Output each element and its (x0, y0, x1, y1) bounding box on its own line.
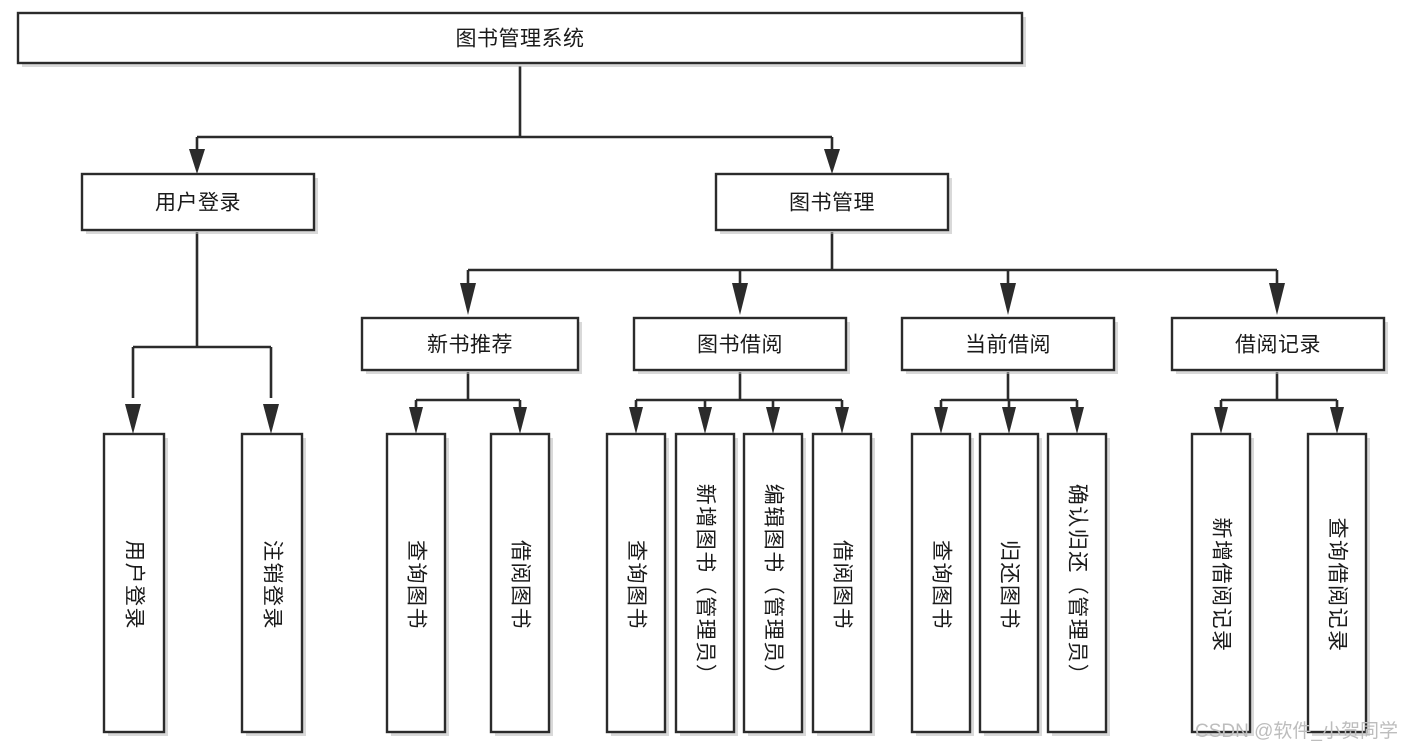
book-borrow-box[interactable] (632, 316, 848, 372)
book-management-label: 图书管理 (789, 192, 875, 215)
leaf-query-record-label: 查询借阅记录 (1326, 518, 1349, 653)
leaf-query-book-1-label: 查询图书 (405, 540, 428, 630)
leaf-borrow-book-1-box[interactable] (489, 432, 551, 734)
leaf-add-book-label: 新增图书（管理员） (694, 484, 717, 687)
leaf-return-book[interactable]: 归还图书 (978, 432, 1042, 736)
leaf-return-book-label: 归还图书 (998, 540, 1021, 630)
node-book-borrow[interactable]: 图书借阅 (632, 316, 850, 374)
new-book-recommend-label: 新书推荐 (427, 334, 513, 357)
leaf-confirm-return-label: 确认归还（管理员） (1066, 484, 1089, 687)
leaf-user-logout[interactable]: 注销登录 (240, 432, 306, 736)
connector-root-to-level2 (189, 66, 840, 174)
leaf-query-book-3[interactable]: 查询图书 (910, 432, 974, 736)
connector-bookmgmt-to-level3 (460, 232, 1285, 315)
leaf-borrow-book-2-box[interactable] (811, 432, 873, 734)
leaf-add-record-label: 新增借阅记录 (1210, 518, 1233, 653)
connectors-layer (125, 66, 1344, 434)
book-management-box[interactable] (714, 172, 950, 232)
leaf-query-book-3-box[interactable] (910, 432, 972, 734)
connector-bookborrow-to-leaves (629, 372, 849, 434)
leaf-user-login-box[interactable] (102, 432, 166, 734)
borrow-record-box[interactable] (1170, 316, 1386, 372)
node-borrow-record[interactable]: 借阅记录 (1170, 316, 1388, 374)
leaf-edit-book[interactable]: 编辑图书（管理员） (742, 432, 806, 736)
leaf-query-book-2-label: 查询图书 (625, 540, 648, 630)
leaf-query-book-1-box[interactable] (385, 432, 447, 734)
leaf-add-book[interactable]: 新增图书（管理员） (674, 432, 738, 736)
leaf-return-book-box[interactable] (978, 432, 1040, 734)
leaf-add-book-box[interactable] (674, 432, 736, 734)
leaf-user-login[interactable]: 用户登录 (102, 432, 168, 736)
user-login-box[interactable] (80, 172, 316, 232)
leaf-query-book-2[interactable]: 查询图书 (605, 432, 669, 736)
leaf-user-logout-box[interactable] (240, 432, 304, 734)
leaf-query-record-box[interactable] (1306, 432, 1368, 734)
leaf-confirm-return-box[interactable] (1046, 432, 1108, 734)
leaf-edit-book-label: 编辑图书（管理员） (762, 484, 785, 687)
leaf-add-record-box[interactable] (1190, 432, 1252, 734)
connector-borrowrecord-to-leaves (1214, 372, 1344, 434)
leaf-query-book-2-box[interactable] (605, 432, 667, 734)
connector-userlogin-to-leaves (125, 232, 279, 434)
node-root[interactable]: 图书管理系统 (16, 11, 1026, 67)
node-user-login[interactable]: 用户登录 (80, 172, 318, 234)
node-book-management[interactable]: 图书管理 (714, 172, 952, 234)
user-login-label: 用户登录 (155, 192, 241, 215)
leaf-borrow-book-1[interactable]: 借阅图书 (489, 432, 553, 736)
csdn-watermark: CSDN @软件_小贺同学 (1195, 720, 1398, 742)
connector-newbook-to-leaves (409, 372, 527, 434)
leaf-user-logout-label: 注销登录 (261, 540, 284, 630)
connector-currentborrow-to-leaves (934, 372, 1084, 434)
new-book-recommend-box[interactable] (360, 316, 580, 372)
leaf-query-book-1[interactable]: 查询图书 (385, 432, 449, 736)
leaf-query-record[interactable]: 查询借阅记录 (1306, 432, 1370, 736)
root-box[interactable] (16, 11, 1024, 65)
node-current-borrow[interactable]: 当前借阅 (900, 316, 1118, 374)
leaf-confirm-return[interactable]: 确认归还（管理员） (1046, 432, 1110, 736)
leaf-borrow-book-1-label: 借阅图书 (509, 540, 532, 630)
leaf-borrow-book-2[interactable]: 借阅图书 (811, 432, 875, 736)
leaf-borrow-book-2-label: 借阅图书 (831, 540, 854, 630)
leaf-add-record[interactable]: 新增借阅记录 (1190, 432, 1254, 736)
root-label: 图书管理系统 (456, 28, 585, 51)
current-borrow-box[interactable] (900, 316, 1116, 372)
leaf-edit-book-box[interactable] (742, 432, 804, 734)
leaf-query-book-3-label: 查询图书 (930, 540, 953, 630)
leaf-user-login-label: 用户登录 (123, 540, 146, 630)
node-new-book-recommend[interactable]: 新书推荐 (360, 316, 582, 374)
book-borrow-label: 图书借阅 (697, 334, 783, 357)
borrow-record-label: 借阅记录 (1235, 334, 1321, 357)
current-borrow-label: 当前借阅 (965, 334, 1051, 357)
